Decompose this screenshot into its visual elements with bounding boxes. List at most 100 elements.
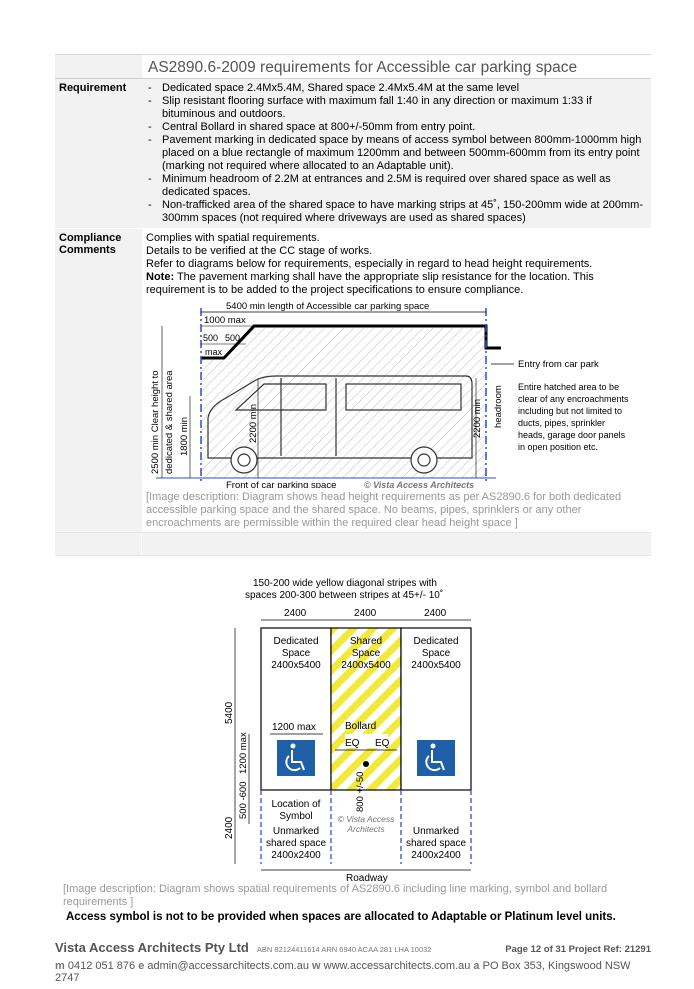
compliance-label: Compliance Comments xyxy=(55,229,142,532)
list-item: Pavement marking in dedicated space by m… xyxy=(146,134,647,173)
dim-max-label: max xyxy=(205,347,223,357)
table-title: AS2890.6-2009 requirements for Accessibl… xyxy=(148,59,578,76)
compliance-line: Details to be verified at the CC stage o… xyxy=(146,245,373,257)
postal-address: PO Box 353, Kingswood NSW 2747 xyxy=(55,960,631,984)
dim-2200a-label: 2200 min xyxy=(248,404,259,443)
access-symbol-left-icon xyxy=(277,740,315,776)
dim-2500b-label: dedicated & shared area xyxy=(164,370,175,474)
dedicated-right-label: 2400x5400 xyxy=(411,660,461,671)
compliance-line: Complies with spatial requirements. xyxy=(146,232,320,244)
diagram2-credit: © Vista Access xyxy=(338,814,396,824)
diagram2-credit: Architects xyxy=(346,824,385,834)
stripe-note-line2: spaces 200-300 between stripes at 45+/- … xyxy=(245,589,443,601)
roadway-label: Roadway xyxy=(346,873,388,884)
symbol-offset-label: 500 -600 xyxy=(238,781,249,819)
headroom-label: headroom xyxy=(493,385,504,428)
empty-cell xyxy=(55,533,142,555)
unmarked-left-label: Unmarked xyxy=(273,826,319,837)
list-item: Central Bollard in shared space at 800+/… xyxy=(146,121,647,134)
shared-label: Space xyxy=(352,648,381,659)
symbol-height-label: 1200 max xyxy=(238,732,249,774)
web-label: w xyxy=(312,960,321,972)
empty-cell xyxy=(142,533,651,555)
page-footer: Vista Access Architects Pty Ltd ABN 8212… xyxy=(55,940,651,984)
dedicated-right-label: Dedicated xyxy=(413,636,458,647)
symbol-location-label: Symbol xyxy=(279,811,312,822)
encroachment-note-line: including but not limited to xyxy=(518,406,622,416)
list-item: Slip resistant flooring surface with max… xyxy=(146,95,647,121)
diagram1-description: [Image description: Diagram shows head h… xyxy=(146,491,622,529)
width-label-2: 2400 xyxy=(354,608,377,619)
front-label: Front of car parking space xyxy=(226,480,336,488)
requirements-table: AS2890.6-2009 requirements for Accessibl… xyxy=(55,54,651,556)
width-label-3: 2400 xyxy=(424,608,447,619)
note-label: Note: xyxy=(146,271,175,283)
access-symbol-right-icon xyxy=(417,740,455,776)
email-label: e xyxy=(138,960,145,972)
mobile-number[interactable]: 0412 051 876 xyxy=(67,960,136,972)
unmarked-left-label: shared space xyxy=(266,838,326,849)
encroachment-note-line: clear of any encroachments xyxy=(518,394,629,404)
height-2400-label: 2400 xyxy=(224,816,235,839)
entry-label: Entry from car park xyxy=(518,359,599,370)
van-icon xyxy=(207,375,473,474)
email-link[interactable]: admin@accessarchitects.com.au xyxy=(147,960,309,972)
list-item: Non-trafficked area of the shared space … xyxy=(146,199,647,225)
bollard-marker xyxy=(363,761,369,767)
dim-1000-label: 1000 max xyxy=(204,315,246,326)
bollard-label: Bollard xyxy=(345,721,376,732)
eq-label-bg xyxy=(345,734,388,748)
head-height-diagram: 5400 min length of Accessible car parkin… xyxy=(150,301,629,488)
bollard-offset-label: 800 +/-50 xyxy=(355,772,366,812)
registration-numbers: ABN 82124411614 ARN 6940 ACAA 281 LHA 10… xyxy=(256,945,432,954)
eq-label-2: EQ xyxy=(375,738,390,749)
dim-1800-label: 1800 min xyxy=(179,417,190,456)
mobile-label: m xyxy=(55,960,65,972)
dedicated-left-label: 2400x5400 xyxy=(271,660,321,671)
diagram2-description: [Image description: Diagram shows spatia… xyxy=(63,883,608,908)
dedicated-left-label: Space xyxy=(282,648,311,659)
ceiling-line xyxy=(201,324,501,360)
stripe-note-line1: 150-200 wide yellow diagonal stripes wit… xyxy=(253,578,437,589)
access-symbol-note: Access symbol is not to be provided when… xyxy=(66,911,616,923)
encroachment-note-line: heads, garage door panels xyxy=(518,430,626,440)
unmarked-right-label: Unmarked xyxy=(413,826,459,837)
shared-label: 2400x5400 xyxy=(341,660,391,671)
symbol-width-label: 1200 max xyxy=(272,722,316,733)
unmarked-left-label: 2400x2400 xyxy=(271,850,321,861)
spatial-layout-diagram: 150-200 wide yellow diagonal stripes wit… xyxy=(224,578,472,884)
note-text: The pavement marking shall have the appr… xyxy=(146,271,594,296)
company-name: Vista Access Architects Pty Ltd xyxy=(55,940,249,955)
list-item: Dedicated space 2.4Mx5.4M, Shared space … xyxy=(146,82,647,95)
shared-label: Shared xyxy=(350,636,382,647)
compliance-label-line: Comments xyxy=(59,244,116,256)
dim-2200b-label: 2200 min xyxy=(472,399,483,438)
dim-500a-label: 500 xyxy=(203,333,218,343)
height-5400-label: 5400 xyxy=(224,701,235,724)
unmarked-right-label: shared space xyxy=(406,838,466,849)
symbol-location-label: Location of xyxy=(272,799,321,810)
dim-500b-label: 500 xyxy=(225,333,240,343)
contact-line: m 0412 051 876 e admin@accessarchitects.… xyxy=(55,960,651,984)
address-label: a xyxy=(473,960,480,972)
page-reference: Page 12 of 31 Project Ref: 21291 xyxy=(505,944,651,955)
compliance-line: Refer to diagrams below for requirements… xyxy=(146,258,593,270)
table-corner xyxy=(55,55,142,78)
compliance-label-line: Compliance xyxy=(59,232,122,244)
web-link[interactable]: www.accessarchitects.com.au xyxy=(323,960,471,972)
unmarked-right-label: 2400x2400 xyxy=(411,850,461,861)
dim-2500-label: 2500 min Clear height to xyxy=(150,370,161,474)
diagram1-credit: © Vista Access Architects xyxy=(364,480,474,488)
width-label-1: 2400 xyxy=(284,608,307,619)
dedicated-right-label: Space xyxy=(422,648,451,659)
requirement-label: Requirement xyxy=(55,79,142,228)
encroachment-note-line: Entire hatched area to be xyxy=(518,382,619,392)
list-item: Minimum headroom of 2.2M at entrances an… xyxy=(146,173,647,199)
requirement-list: Dedicated space 2.4Mx5.4M, Shared space … xyxy=(146,82,647,225)
hatched-clear-area xyxy=(201,328,486,478)
top-dimension-label: 5400 min length of Accessible car parkin… xyxy=(226,301,429,312)
eq-label-1: EQ xyxy=(345,738,360,749)
compliance-note: Note: The pavement marking shall have th… xyxy=(146,271,647,297)
encroachment-note-line: ducts, pipes, sprinkler xyxy=(518,418,605,428)
dedicated-left-label: Dedicated xyxy=(273,636,318,647)
